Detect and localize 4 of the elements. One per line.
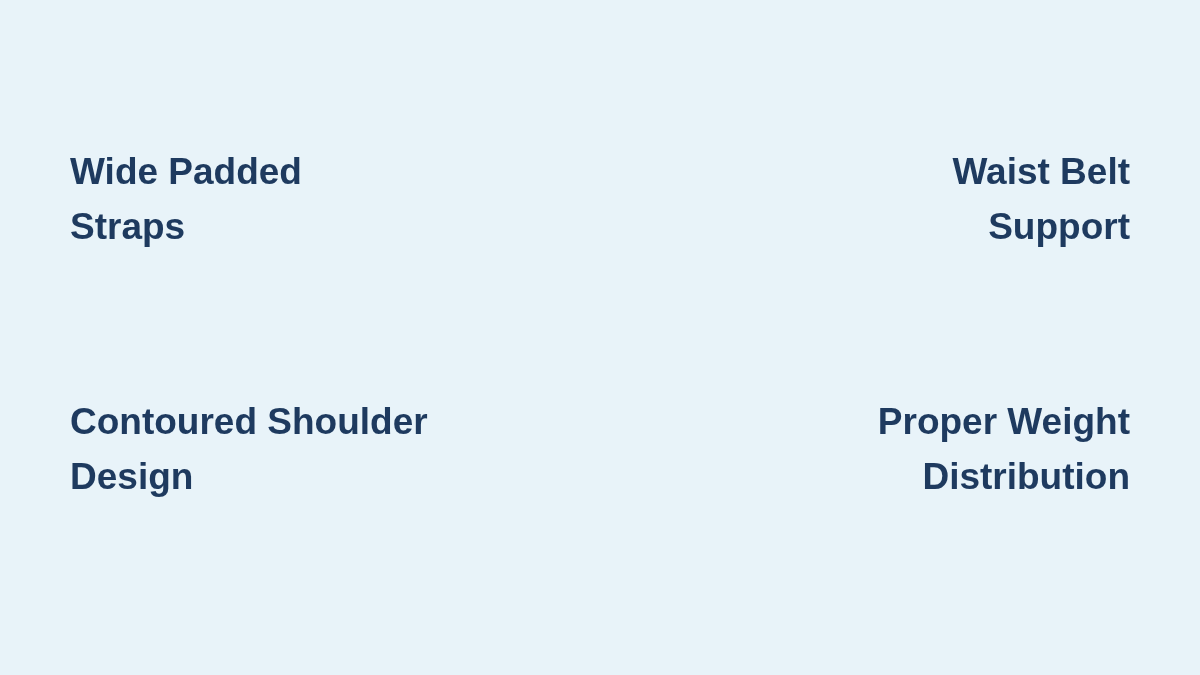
feature-label: Waist Belt Support [951,150,1130,249]
feature-label: Wide Padded Straps [70,150,303,249]
feature-label: Proper Weight Distribution [876,400,1130,499]
feature-label: Contoured Shoulder Design [70,400,429,499]
